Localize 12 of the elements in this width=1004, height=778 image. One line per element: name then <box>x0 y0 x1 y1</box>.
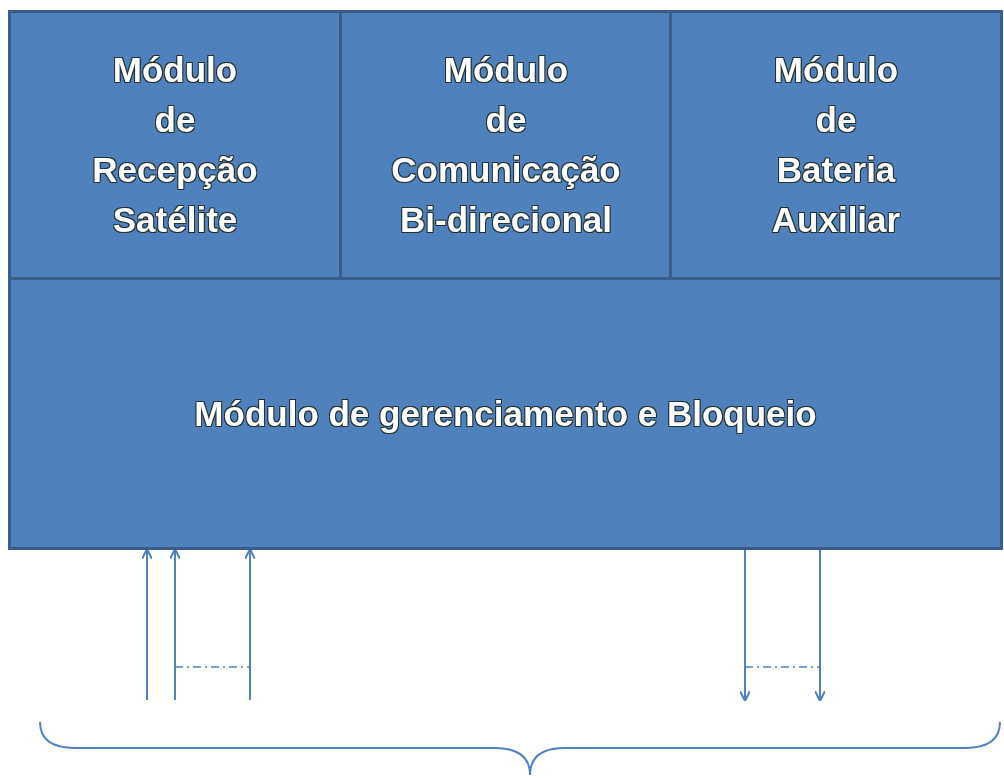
module-label: Módulo de Bateria Auxiliar <box>770 49 902 241</box>
arrow <box>814 549 826 702</box>
module-box <box>8 10 342 280</box>
arrow <box>169 548 181 701</box>
arrow <box>739 549 751 702</box>
module-box <box>8 277 1003 550</box>
module-box <box>669 10 1003 280</box>
module-label: Módulo de gerenciamento e Bloqueio <box>194 392 817 435</box>
module-label: Módulo de Comunicação Bi-direcional <box>390 49 622 241</box>
arrow <box>141 548 153 701</box>
module-label: Módulo de Recepção Satélite <box>91 49 259 241</box>
arrow <box>244 548 256 701</box>
